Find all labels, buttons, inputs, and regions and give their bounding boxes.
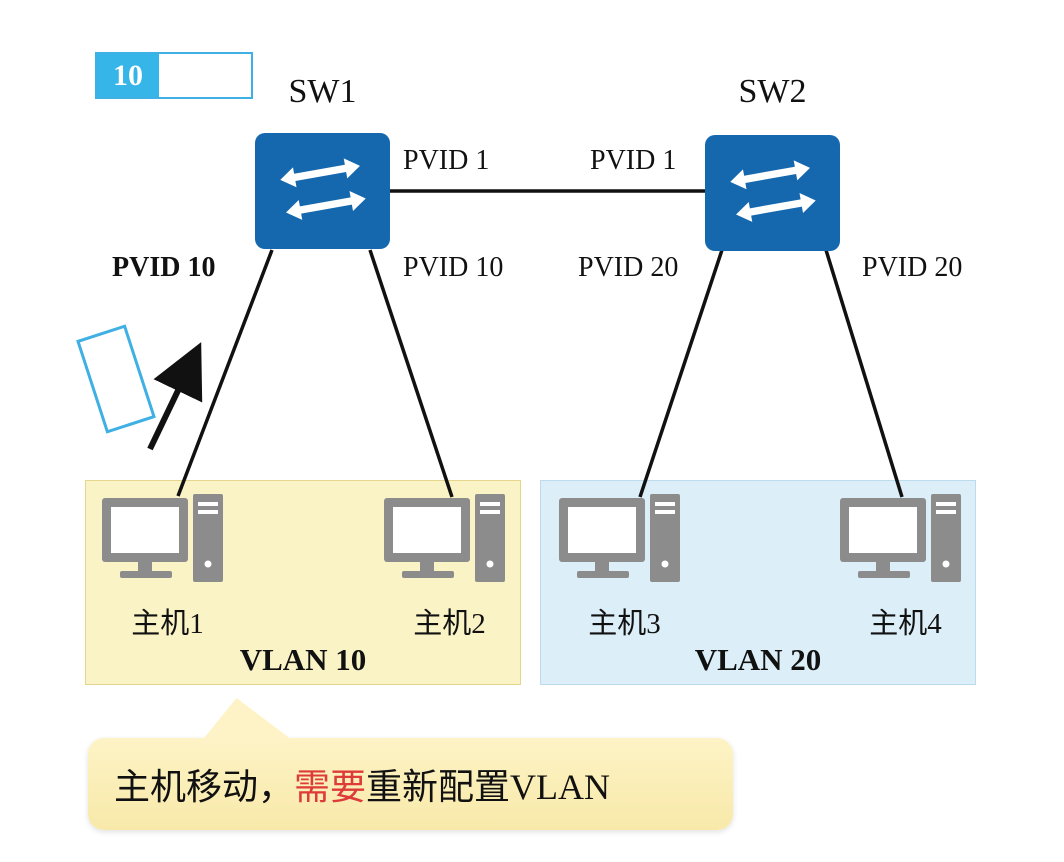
callout-text: 主机移动，需要重新配置VLAN (114, 758, 610, 810)
host1-node: 主机1 (100, 492, 235, 642)
vlan20-zone: VLAN 20 (540, 480, 976, 685)
link-sw2-host4 (824, 249, 904, 498)
computer-icon (102, 494, 223, 582)
callout-part2: 重新配置VLAN (366, 767, 611, 807)
host2-label: 主机2 (413, 608, 486, 640)
host4-node: 主机4 (838, 492, 973, 642)
pvid-sw2-port-left: PVID 20 (578, 252, 679, 283)
sw2-node (705, 135, 840, 251)
computer-icon (559, 494, 680, 582)
link-sw2-host3 (638, 249, 724, 498)
host3-label: 主机3 (588, 608, 661, 640)
host-move-arrow (147, 342, 203, 451)
switch-icon (729, 160, 816, 222)
sw1-node (255, 133, 390, 249)
pvid-sw1-trunk: PVID 1 (403, 145, 490, 176)
pvid-sw1-port-left: PVID 10 (112, 252, 216, 283)
vlan-id-tag: 10 (95, 52, 253, 99)
computer-icon (384, 494, 505, 582)
host2-node: 主机2 (382, 492, 517, 642)
vlan20-label: VLAN 20 (694, 642, 822, 677)
pvid-sw2-trunk: PVID 1 (590, 145, 677, 176)
switch-icon (279, 158, 366, 220)
link-sw1-host1 (176, 249, 274, 497)
callout-highlight: 需要 (294, 767, 367, 807)
sw1-label: SW1 (288, 73, 357, 110)
pvid-sw2-port-right: PVID 20 (862, 252, 963, 283)
host1-label: 主机1 (131, 608, 204, 640)
callout-part1: 主机移动， (114, 767, 295, 807)
vlan-id-tag-value: 10 (97, 54, 159, 97)
pvid-sw1-port-right: PVID 10 (403, 252, 504, 283)
vlan10-label: VLAN 10 (239, 642, 367, 677)
callout-bubble: 主机移动，需要重新配置VLAN (88, 738, 733, 830)
sw2-label: SW2 (738, 73, 807, 110)
computer-icon (840, 494, 961, 582)
link-sw1-host2 (368, 249, 454, 498)
host4-label: 主机4 (869, 608, 942, 640)
host3-node: 主机3 (557, 492, 692, 642)
